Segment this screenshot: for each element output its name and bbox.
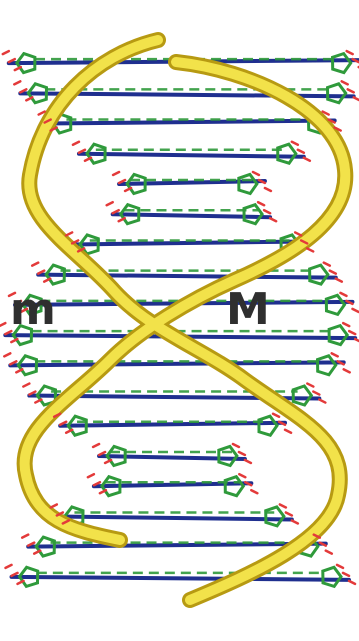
phosphate-oxygen (352, 309, 358, 312)
phosphate-oxygen (6, 565, 12, 568)
phosphate-oxygen (304, 158, 310, 161)
phosphate-oxygen (337, 565, 343, 568)
base-pair-rung (119, 181, 265, 184)
sugar-ring (239, 174, 257, 193)
phosphate-oxygen (343, 323, 349, 326)
phosphate-oxygen (4, 353, 10, 356)
sugar-ring (293, 386, 311, 405)
phosphate-oxygen (319, 400, 325, 403)
base-pair-rung (99, 456, 245, 459)
phosphate-oxygen (23, 384, 29, 387)
phosphate-oxygen (326, 551, 332, 554)
phosphate-oxygen (347, 51, 353, 54)
phosphate-oxygen (307, 248, 313, 251)
phosphate-oxygen (113, 172, 119, 175)
phosphate-oxygen (349, 331, 355, 334)
phosphate-oxygen (324, 263, 330, 266)
phosphate-oxygen (32, 263, 38, 266)
phosphate-oxygen (292, 142, 298, 145)
sugar-ring-markers (13, 54, 350, 587)
sugar-ring (266, 507, 284, 526)
base-pair-rung (12, 577, 349, 580)
phosphate-oxygen (66, 232, 72, 235)
phosphate-oxygen (342, 81, 348, 84)
sugar-ring (328, 84, 346, 103)
phosphate-oxygen (330, 271, 336, 274)
base-pair-rung (10, 362, 343, 365)
sugar-ring (323, 567, 341, 586)
phosphate-oxygen (107, 202, 113, 205)
base-pair-rung (57, 516, 292, 519)
sugar-ring (225, 477, 243, 496)
phosphate-oxygen (298, 150, 304, 153)
phosphate-oxygen (349, 581, 355, 584)
phosphate-oxygen (73, 142, 79, 145)
base-pair-rung (45, 121, 335, 124)
phosphate-oxygen (295, 232, 301, 235)
phosphate-oxygen (354, 97, 359, 100)
phosphate-oxygen (253, 172, 259, 175)
phosphate-oxygen (22, 535, 28, 538)
phosphate-oxygen (313, 392, 319, 395)
phosphate-oxygen (233, 444, 239, 447)
phosphate-oxygen (0, 323, 5, 326)
phosphate-oxygen (251, 490, 257, 493)
sugar-ring (310, 265, 328, 284)
base-pair-rung (94, 483, 251, 486)
base-pair-rung (60, 423, 285, 426)
sugar-ring (329, 326, 347, 345)
sugar-ring (244, 205, 262, 224)
sugar-ring (326, 295, 344, 314)
phosphate-oxygen (348, 89, 354, 92)
base-pair-rung (79, 154, 304, 157)
base-pair-rungs (5, 59, 358, 580)
phosphate-oxygen (3, 51, 9, 54)
phosphate-oxygen (355, 339, 359, 342)
phosphate-oxygen (344, 369, 350, 372)
phosphate-oxygen (292, 520, 298, 523)
sugar-ring (278, 144, 296, 163)
phosphate-oxygen (332, 353, 338, 356)
phosphate-oxygen (336, 279, 342, 282)
sugar-ring (259, 416, 277, 435)
phosphate-oxygen (51, 504, 57, 507)
phosphate-oxygen (340, 293, 346, 296)
phosphate-oxygen (93, 444, 99, 447)
phosphate-oxygen (39, 112, 45, 115)
phosphate-oxygen (258, 202, 264, 205)
sugar-ring (219, 446, 237, 465)
phosphate-oxygen (239, 452, 245, 455)
phosphate-oxygen (280, 504, 286, 507)
phosphate-oxygen (245, 460, 251, 463)
base-pair-rung (28, 544, 326, 547)
phosphate-oxygen (273, 414, 279, 417)
phosphate-oxygen (343, 573, 349, 576)
minor-groove-label: m (10, 288, 56, 332)
base-pair-rung (72, 241, 307, 244)
phosphate-oxygen (264, 210, 270, 213)
phosphate-oxygen (286, 512, 292, 515)
major-groove-label: M (226, 288, 270, 332)
phosphate-oxygen (239, 474, 245, 477)
base-pair-rung (38, 275, 336, 278)
sugar-ring (333, 54, 351, 73)
phosphate-oxygen (88, 474, 94, 477)
phosphate-oxygen (270, 218, 276, 221)
phosphate-oxygen (285, 430, 291, 433)
base-pair-rung (113, 214, 270, 217)
phosphate-oxygen (307, 384, 313, 387)
sugar-ring (318, 356, 336, 375)
phosphate-oxygen (14, 81, 20, 84)
phosphate-oxygen (265, 188, 271, 191)
